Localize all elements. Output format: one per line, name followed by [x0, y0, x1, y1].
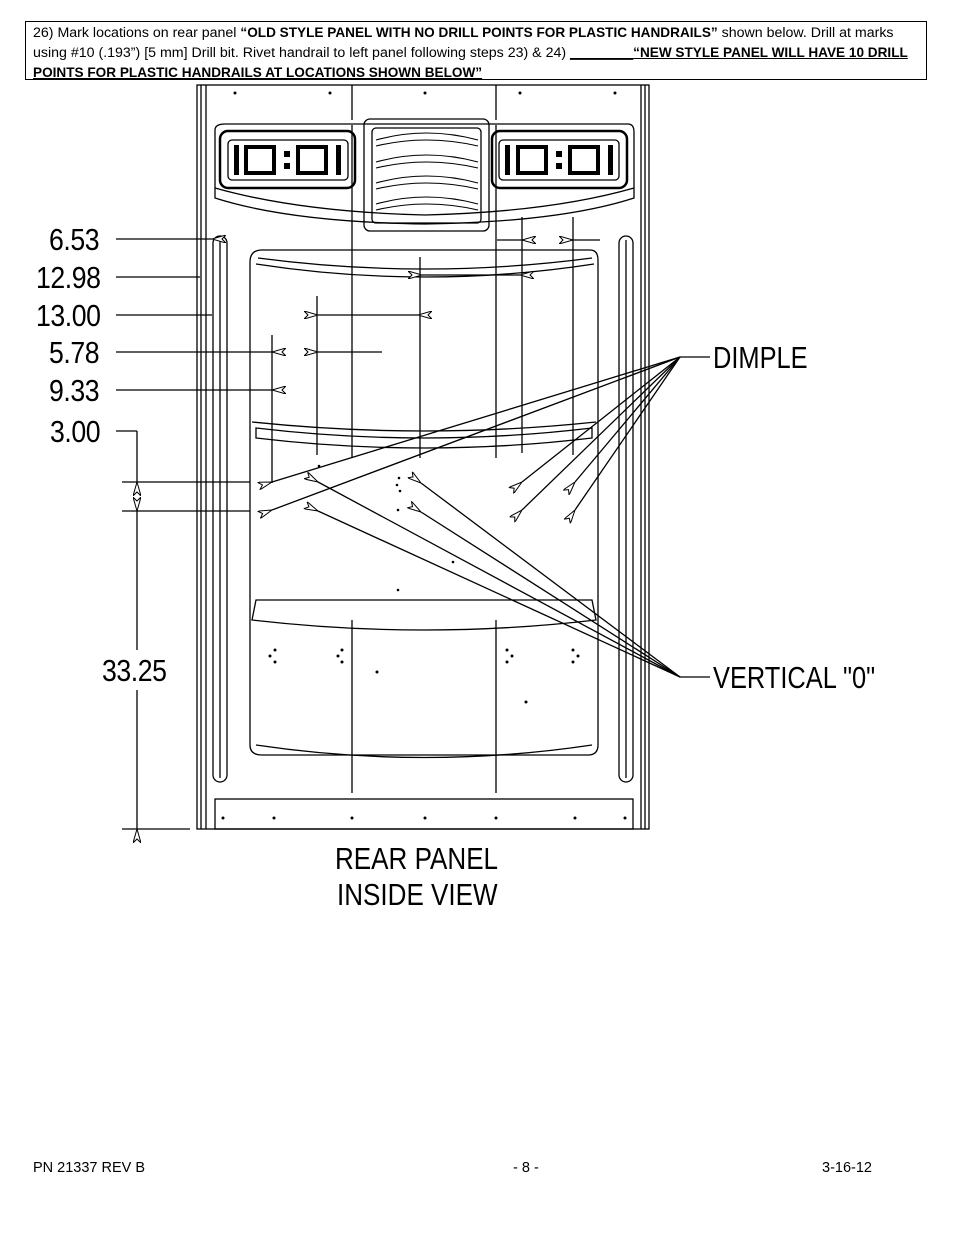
vertical-zero-callout: VERTICAL "0"	[713, 660, 876, 695]
vent-housing	[363, 118, 490, 232]
dimple-callout: DIMPLE	[713, 340, 808, 375]
instruction-text-1: 26) Mark locations on rear panel	[33, 25, 241, 41]
right-display	[490, 129, 629, 190]
main-window	[249, 249, 599, 756]
dimension-label-2: 12.98	[36, 260, 101, 295]
instruction-bold-2: “NEW STYLE PANEL WILL HAVE 10 DRILL POIN…	[33, 45, 908, 80]
footer-date: 3-16-12	[822, 1160, 872, 1176]
footer-page-number: - 8 -	[513, 1160, 539, 1176]
upper-console	[214, 123, 635, 225]
instruction-bold-1: “OLD STYLE PANEL WITH NO DRILL POINTS FO…	[240, 25, 718, 40]
caption-line-1: REAR PANEL	[335, 841, 499, 876]
footer-part-number: PN 21337 REV B	[33, 1160, 146, 1176]
left-display	[218, 129, 357, 190]
right-handrail	[618, 235, 634, 783]
dimension-label-6: 3.00	[50, 414, 101, 449]
dimension-label-3: 13.00	[36, 298, 101, 333]
instruction-text-2: shown below. Drill at marks using #10 (.…	[33, 25, 894, 61]
bottom-strip	[214, 798, 634, 830]
dimension-label-5: 9.33	[49, 373, 100, 408]
caption-line-2: INSIDE VIEW	[337, 877, 498, 912]
dimension-label-7: 33.25	[102, 653, 167, 688]
dimension-label-4: 5.78	[49, 335, 100, 370]
instruction-underline-gap: ________	[570, 45, 634, 61]
dimension-label-1: 6.53	[49, 222, 100, 257]
instruction-box: 26) Mark locations on rear panel “OLD ST…	[25, 21, 927, 80]
